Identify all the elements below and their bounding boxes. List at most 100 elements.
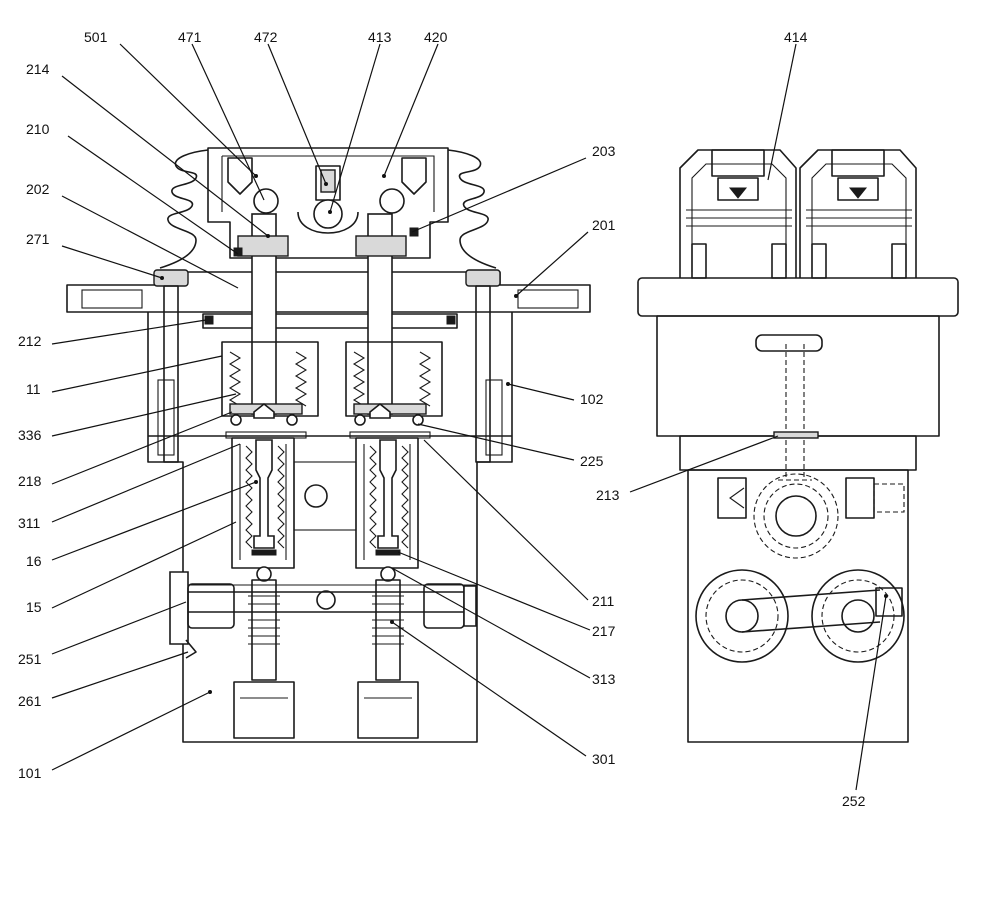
callout-413: 413 [368, 29, 392, 45]
side-slot [755, 334, 823, 352]
screw-472-right [401, 157, 427, 195]
side-port-center-mid [763, 483, 829, 549]
cap-right-foot-b [891, 243, 907, 279]
callout-271: 271 [26, 231, 50, 247]
callout-203: 203 [592, 143, 616, 159]
side-port-center-inner [775, 495, 817, 537]
piston-301-right-ribs [372, 595, 404, 645]
cap-right-foot-a [811, 243, 827, 279]
piston-301-left-neck [251, 579, 277, 681]
seal-203-right [409, 227, 419, 237]
cross-passage [183, 591, 477, 613]
spring-336-left-b [294, 351, 308, 407]
callout-15: 15 [26, 599, 42, 615]
spring-15-right [369, 445, 377, 549]
cap-left-tip [728, 187, 748, 199]
callout-501: 501 [84, 29, 108, 45]
cap-414-right-inner [811, 163, 907, 272]
callout-251: 251 [18, 651, 42, 667]
flange-recess-right [517, 289, 579, 309]
bolt-left-head [153, 269, 189, 287]
callout-218: 218 [18, 473, 42, 489]
callout-16: 16 [26, 553, 42, 569]
spring-cavity-right [345, 341, 443, 417]
callout-225: 225 [580, 453, 604, 469]
side-lower-port-left-inner [725, 599, 759, 633]
plug-210-right [355, 235, 407, 257]
center-passage [293, 461, 357, 531]
spool-16-left [253, 439, 275, 549]
bolt-left-shank [163, 285, 179, 463]
spool-16-right [377, 439, 399, 549]
callout-211: 211 [592, 593, 615, 609]
seal-261 [185, 639, 197, 659]
callout-311: 311 [18, 515, 41, 531]
cap-right-tip [848, 187, 868, 199]
callout-214: 214 [26, 61, 50, 77]
callout-261: 261 [18, 693, 42, 709]
plug-210-left [237, 235, 289, 257]
side-hidden-bolt [778, 344, 812, 481]
callout-217: 217 [592, 623, 616, 639]
callout-102: 102 [580, 391, 604, 407]
callout-420: 420 [424, 29, 448, 45]
cap-left-core [717, 177, 759, 201]
ball-471-left [253, 188, 279, 214]
callout-313: 313 [592, 671, 616, 687]
seal-203-left [233, 247, 243, 257]
callout-414: 414 [784, 29, 808, 45]
bolt-right-shank [475, 285, 491, 463]
cap-left-pin [686, 209, 792, 227]
flange-recess-left [81, 289, 143, 309]
screw-472-center-slot [320, 169, 336, 193]
casing-bolt-bore-right [485, 379, 503, 456]
callout-11: 11 [26, 381, 41, 397]
casing-outline [147, 312, 513, 470]
cap-left-nut [711, 149, 765, 177]
side-lower-port-right-outer [811, 569, 905, 663]
cover-inner [221, 155, 435, 212]
flange-plate [66, 271, 591, 313]
callout-201: 201 [592, 217, 616, 233]
cover-outline [207, 147, 449, 259]
callout-252: 252 [842, 793, 866, 809]
cap-414-left [679, 149, 797, 278]
seal-313-right [380, 566, 396, 582]
spring-15-left [245, 445, 253, 549]
side-port-left-square [717, 477, 747, 519]
ball-225-right-a [354, 414, 366, 426]
piston-301-left-ribs [248, 595, 280, 645]
washer-211-left [225, 431, 307, 439]
callout-213: 213 [596, 487, 620, 503]
spool-head-right [369, 402, 391, 419]
bellows-left [159, 149, 209, 269]
spool-head-left [253, 402, 275, 419]
side-view [637, 149, 959, 743]
cap-right-pin [806, 209, 912, 227]
ball-225-right-b [412, 414, 424, 426]
side-bolt-washer-213 [773, 431, 819, 439]
side-base-body [687, 469, 909, 743]
piston-right-foot [357, 681, 419, 739]
callout-336: 336 [18, 427, 42, 443]
cap-left-foot-a [691, 243, 707, 279]
seal-212-left [204, 315, 214, 325]
callout-212: 212 [18, 333, 42, 349]
piston-301-right-neck [375, 579, 401, 681]
leader-dots [160, 174, 888, 694]
ball-225-left-a [230, 414, 242, 426]
cap-right-nut [831, 149, 885, 177]
washer-211-right [349, 431, 431, 439]
plug-right-body [423, 583, 465, 629]
callout-202: 202 [26, 181, 50, 197]
side-port-right-square [845, 477, 875, 519]
lower-body-outline [182, 470, 478, 743]
spring-15-left-b [277, 445, 285, 549]
callout-301: 301 [592, 751, 616, 767]
plate-212 [202, 313, 458, 329]
callout-labels: 501 471 472 413 420 414 214 210 203 202 … [18, 29, 866, 809]
ball-225-left-b [286, 414, 298, 426]
callout-471: 471 [178, 29, 202, 45]
cam-recess [297, 211, 359, 234]
